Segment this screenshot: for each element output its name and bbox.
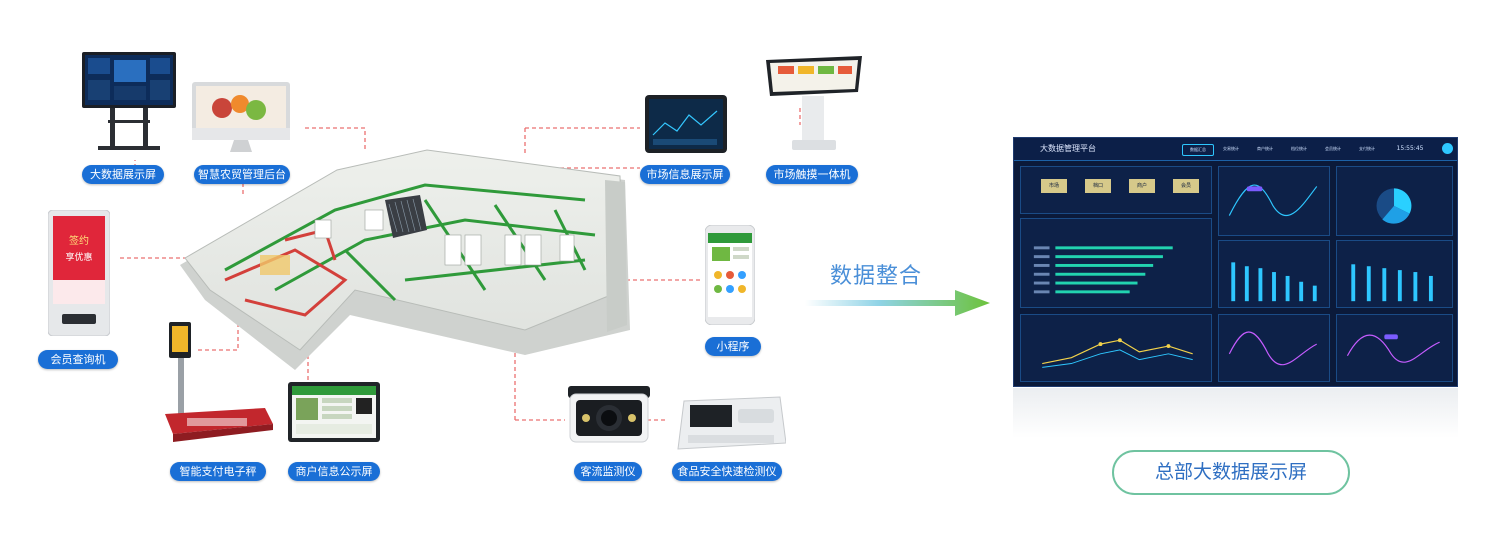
label-smart-backend: 智慧农贸管理后台: [194, 165, 290, 184]
big-data-screen-device: [82, 52, 176, 150]
kpi-box-2: 商户: [1129, 179, 1155, 193]
kpi-box-0: 市场: [1041, 179, 1067, 193]
vertical-bar-panel-1: [1218, 240, 1330, 308]
kiosk-screen-text-2: 享优惠: [65, 251, 92, 263]
label-big-data-screen: 大数据展示屏: [82, 165, 164, 184]
food-safety-tester-device: [677, 396, 786, 450]
kiosk-screen-text-1: 签约: [69, 234, 89, 247]
mini-program-phone-device: [705, 225, 755, 325]
vertical-bar-panel-2: [1336, 240, 1453, 308]
dashboard-nav-1[interactable]: 交易统计: [1223, 146, 1239, 151]
hq-big-data-screen-button[interactable]: 总部大数据展示屏: [1112, 450, 1350, 495]
label-payment-scale: 智能支付电子秤: [170, 462, 266, 481]
dashboard-clock: 15:55:45: [1396, 145, 1424, 152]
label-mini-program: 小程序: [705, 337, 761, 356]
dashboard-topbar: 大数据管理平台 数据汇总 交易统计 商户统计 档位统计 会员统计 支付统计 15…: [1014, 138, 1457, 161]
kpi-panel: 市场 档口 商户 会员: [1020, 166, 1212, 214]
hq-dashboard-screen: 大数据管理平台 数据汇总 交易统计 商户统计 档位统计 会员统计 支付统计 15…: [1013, 137, 1458, 387]
wave-chart-panel-3: [1336, 314, 1453, 382]
data-integration-label: 数据整合: [830, 264, 923, 289]
dashboard-title: 大数据管理平台: [1040, 144, 1096, 153]
label-member-kiosk: 会员查询机: [38, 350, 118, 369]
market-floorplan-illustration: [180, 149, 630, 370]
kpi-box-3: 会员: [1173, 179, 1199, 193]
payment-scale-device: [165, 322, 273, 442]
line-chart-panel: [1020, 314, 1212, 382]
label-market-info-screen: 市场信息展示屏: [640, 165, 730, 184]
market-info-screen-device: [645, 95, 727, 153]
dashboard-nav-0[interactable]: 数据汇总: [1182, 144, 1214, 156]
horizontal-bar-panel: [1020, 218, 1212, 308]
smart-backend-computer-device: [192, 82, 290, 152]
member-kiosk-device: 签约 享优惠: [48, 210, 110, 336]
integration-arrow: [805, 290, 990, 316]
wave-chart-panel-1: [1218, 166, 1330, 236]
dashboard-nav-4[interactable]: 会员统计: [1325, 146, 1341, 151]
kpi-box-1: 档口: [1085, 179, 1111, 193]
dashboard-nav-2[interactable]: 商户统计: [1257, 146, 1273, 151]
dashboard-reflection: [1013, 388, 1458, 438]
label-traffic-monitor: 客流监测仪: [574, 462, 642, 481]
traffic-monitor-camera-device: [568, 386, 650, 443]
merchant-screen-device: [288, 382, 380, 442]
dashboard-nav-3[interactable]: 档位统计: [1291, 146, 1307, 151]
market-touch-kiosk-device: [766, 56, 862, 150]
dashboard-nav-5[interactable]: 支付统计: [1359, 146, 1375, 151]
pie-chart-panel: [1336, 166, 1453, 236]
wave-chart-panel-2: [1218, 314, 1330, 382]
label-food-safety: 食品安全快速检测仪: [672, 462, 782, 481]
label-market-touch: 市场触摸一体机: [766, 165, 858, 184]
label-merchant-screen: 商户信息公示屏: [288, 462, 380, 481]
dashboard-user-icon[interactable]: [1442, 143, 1453, 154]
